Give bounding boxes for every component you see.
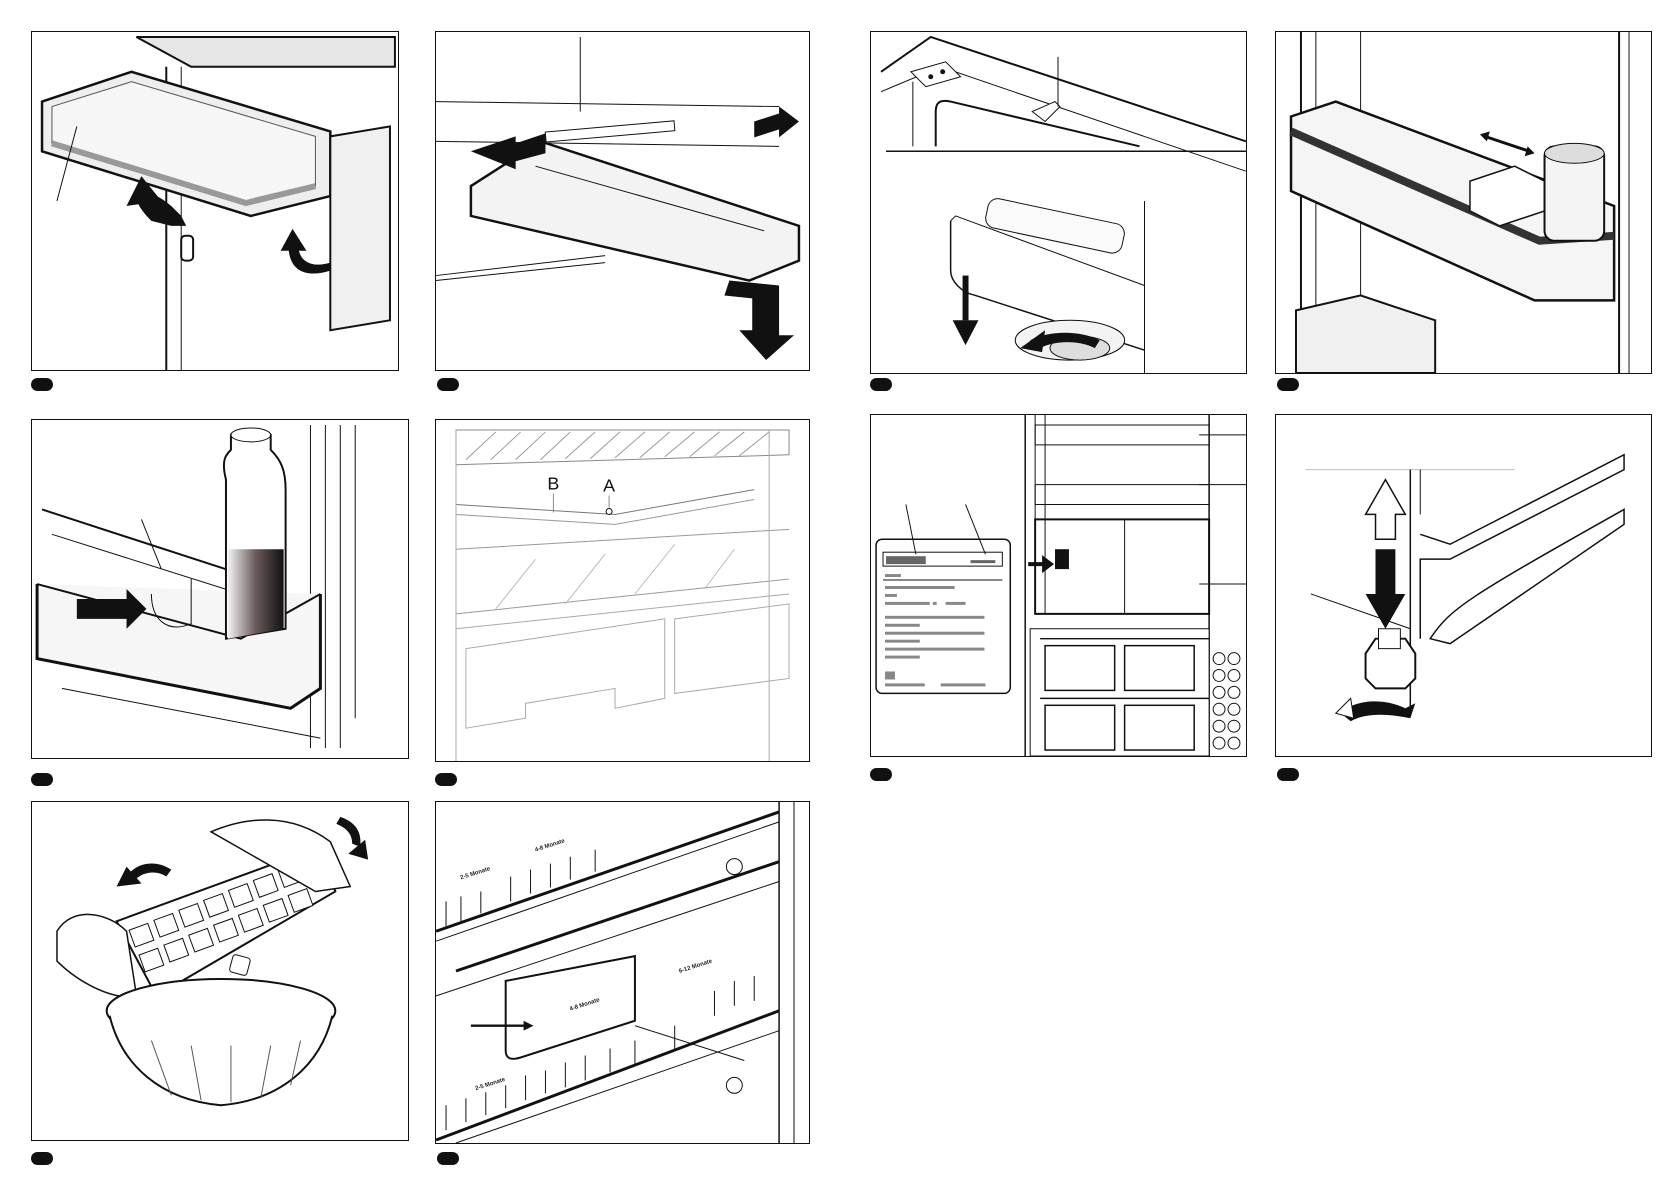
can-holder-illustration [1276, 32, 1651, 373]
door-shelf-illustration [32, 32, 398, 370]
figure-freezer-storage: 4-8 Monate 2-5 Monate 6-12 Monate 4-8 Mo… [435, 801, 810, 1144]
figure-rating-plate [870, 414, 1247, 757]
storage-label-mid-a: 6-12 Monate [678, 958, 713, 975]
figure-can-holder [1275, 31, 1652, 374]
figure-drawer-slide [435, 31, 810, 371]
figure-badge [870, 378, 892, 391]
freezer-drawer-illustration: 4-8 Monate 2-5 Monate 6-12 Monate 4-8 Mo… [436, 802, 809, 1143]
figure-badge [437, 378, 459, 391]
figure-badge [870, 768, 892, 781]
storage-label-top-a: 4-8 Monate [534, 838, 566, 854]
figure-adjustable-foot [1275, 414, 1652, 757]
figure-door-shelf-remove [31, 31, 399, 371]
storage-label-top-b: 2-5 Monate [460, 866, 492, 882]
figure-badge [31, 1152, 53, 1165]
figure-light-bulb [870, 31, 1247, 374]
storage-label-bottom: 2-5 Monate [475, 1077, 507, 1093]
drawer-illustration [436, 32, 809, 370]
figure-ice-tray [31, 801, 409, 1141]
adjustable-foot-illustration [1276, 415, 1651, 756]
figure-shelf-positions: B A [435, 419, 810, 762]
shelf-label-a: A [603, 476, 615, 496]
ice-tray-illustration [32, 802, 408, 1140]
bottle-holder-illustration [32, 420, 408, 758]
figure-badge [31, 378, 53, 391]
figure-badge [31, 773, 53, 786]
figure-bottle-holder [31, 419, 409, 759]
figure-badge [435, 773, 457, 786]
light-cover-illustration [871, 32, 1246, 373]
rating-plate-illustration [871, 415, 1246, 756]
figure-badge [437, 1152, 459, 1165]
shelves-illustration: B A [436, 420, 809, 761]
figure-badge [1277, 768, 1299, 781]
shelf-label-b: B [547, 474, 559, 494]
figure-badge [1277, 378, 1299, 391]
